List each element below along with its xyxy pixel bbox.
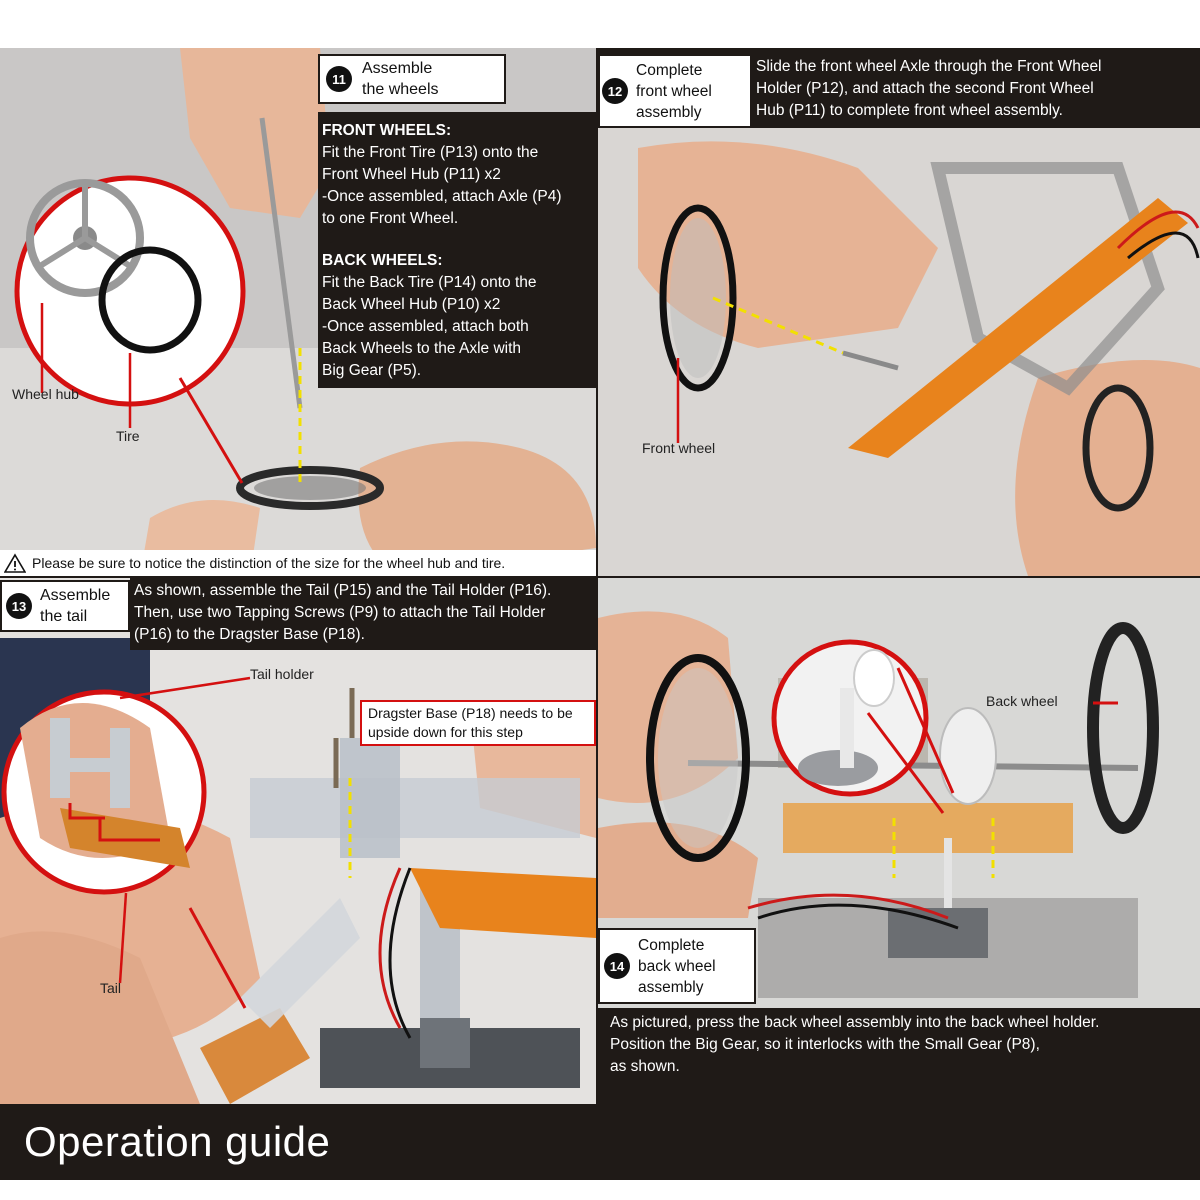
dragster-base-note: Dragster Base (P18) needs to be upside d… [360,700,596,746]
step-11-panel: 11 Assemble the wheels FRONT WHEELS: Fit… [0,48,596,576]
step-12-title-box: 12 Complete front wheel assembly [598,54,752,128]
step-11-number: 11 [326,66,352,92]
step-14-title: Complete back wheel assembly [638,936,716,996]
step-13-text: As shown, assemble the Tail (P15) and th… [134,582,552,643]
step-14-number: 14 [604,953,630,979]
front-wheels-text: Fit the Front Tire (P13) onto the Front … [322,144,562,227]
back-wheels-heading: BACK WHEELS: [322,252,443,269]
step-13-instructions: As shown, assemble the Tail (P15) and th… [134,580,596,648]
warning-bar: Please be sure to notice the distinction… [0,550,596,576]
step-14-title-box: 14 Complete back wheel assembly [598,928,756,1004]
step-12-title: Complete front wheel assembly [636,61,712,121]
step-12-instructions: Slide the front wheel Axle through the F… [756,56,1200,126]
step-11-title: Assemble the wheels [362,60,439,98]
step-13-title-box: 13 Assemble the tail [0,580,130,632]
back-wheels-text: Fit the Back Tire (P14) onto the Back Wh… [322,274,537,379]
step-12-photo [598,128,1200,576]
warning-text: Please be sure to notice the distinction… [32,555,506,571]
dragster-base-note-text: Dragster Base (P18) needs to be upside d… [368,705,573,740]
step-12-text: Slide the front wheel Axle through the F… [756,58,1102,119]
step-13-title: Assemble the tail [40,587,111,625]
label-front-wheel: Front wheel [642,440,716,456]
step-14-text: As pictured, press the back wheel assemb… [610,1014,1100,1075]
step-13-number: 13 [6,593,32,619]
label-tail-holder: Tail holder [250,666,314,682]
label-wheel-hub: Wheel hub [12,386,79,402]
label-tail: Tail [100,980,122,996]
step-11-instructions: FRONT WHEELS: Fit the Front Tire (P13) o… [318,112,596,388]
label-tire: Tire [116,428,140,444]
operation-guide-title: Operation guide [24,1118,331,1165]
label-back-wheel: Back wheel [986,693,1058,709]
warning-icon [4,553,26,573]
step-14-panel: 14 Complete back wheel assembly Back whe… [598,578,1200,1104]
front-wheels-heading: FRONT WHEELS: [322,122,452,139]
step-13-photo [0,578,596,1104]
step-13-panel: 13 Assemble the tail As shown, assemble … [0,578,596,1104]
step-11-title-box: 11 Assemble the wheels [318,54,506,104]
step-12-panel: 12 Complete front wheel assembly Slide t… [598,48,1200,576]
step-14-instructions: As pictured, press the back wheel assemb… [610,1012,1200,1082]
step-12-number: 12 [602,78,628,104]
